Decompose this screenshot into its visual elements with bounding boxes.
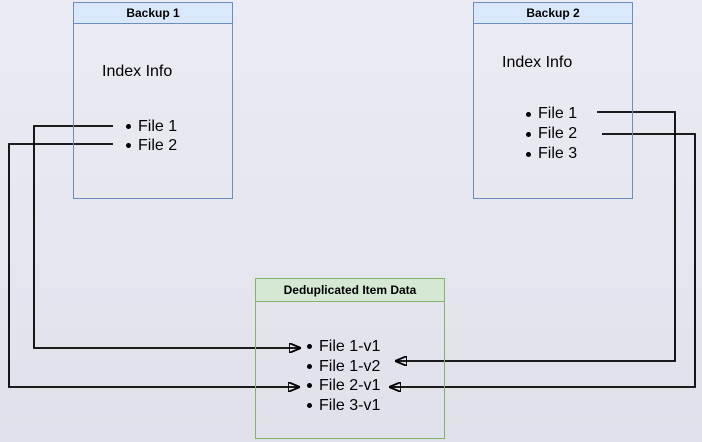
backup2-file-list: File 1 File 2 File 3 — [525, 104, 577, 164]
backup2-file-2: File 2 — [525, 124, 577, 144]
backup2-file-3: File 3 — [525, 144, 577, 164]
dedup-item-file3-v1: File 3-v1 — [306, 396, 380, 416]
backup1-title: Backup 1 — [74, 3, 232, 24]
dedup-item-list: File 1-v1 File 1-v2 File 2-v1 File 3-v1 — [306, 337, 380, 415]
backup1-file-2: File 2 — [125, 136, 177, 155]
dedup-item-file1-v1: File 1-v1 — [306, 337, 380, 357]
backup1-file-1: File 1 — [125, 117, 177, 136]
dedup-item-file1-v2: File 1-v2 — [306, 357, 380, 377]
backup2-file-1: File 1 — [525, 104, 577, 124]
dedup-item-file2-v1: File 2-v1 — [306, 376, 380, 396]
deduplicated-item-data-box: Deduplicated Item Data File 1-v1 File 1-… — [255, 278, 445, 439]
backup2-box: Backup 2 Index Info File 1 File 2 File 3 — [473, 2, 633, 199]
backup1-box: Backup 1 Index Info File 1 File 2 — [73, 2, 233, 199]
backup1-index-info-label: Index Info — [102, 63, 173, 80]
backup1-file-list: File 1 File 2 — [125, 117, 177, 155]
dedup-title: Deduplicated Item Data — [256, 279, 444, 302]
backup2-title: Backup 2 — [474, 3, 632, 24]
backup2-index-info-label: Index Info — [502, 54, 573, 71]
